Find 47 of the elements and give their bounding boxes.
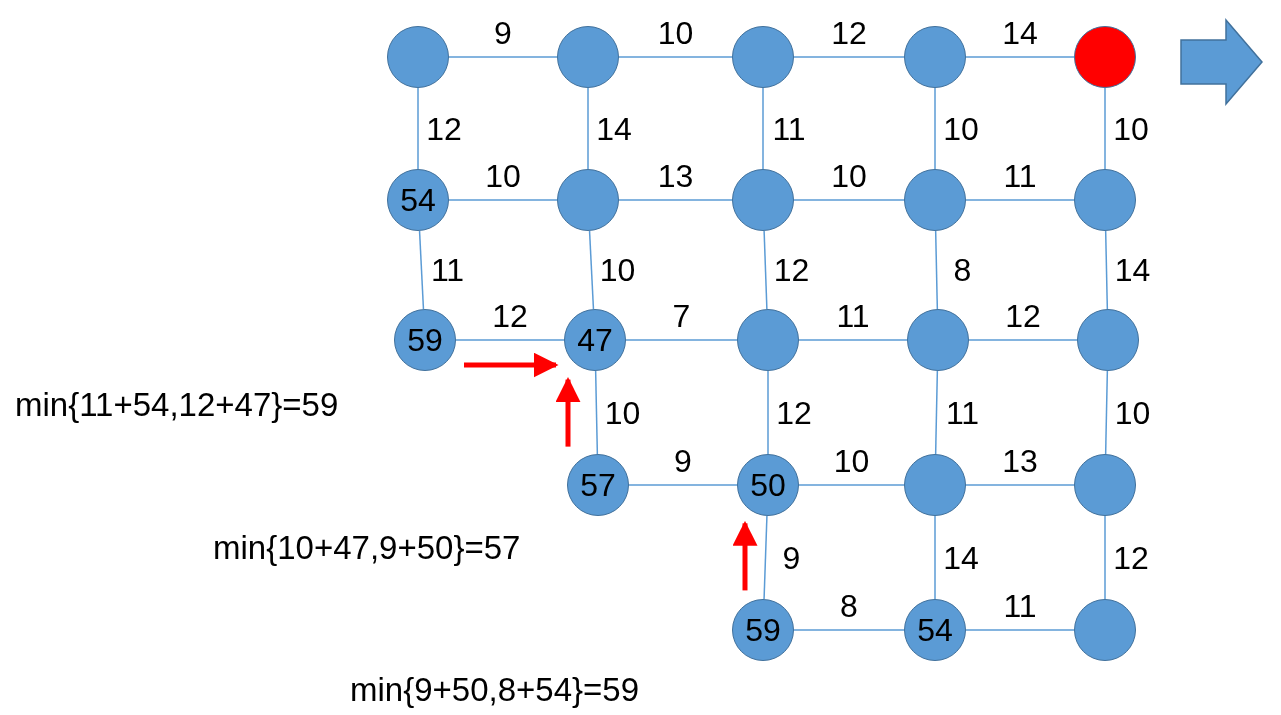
connector-line: [1104, 87, 1106, 170]
connector-line: [625, 339, 738, 341]
node-value: 57: [580, 469, 616, 501]
connector-line: [618, 56, 733, 58]
connector-line: [448, 56, 558, 58]
connector-line: [934, 515, 936, 600]
connector-line: [1104, 515, 1106, 600]
arrow: [732, 520, 758, 591]
formula-note: min{11+54,12+47}=59: [15, 388, 339, 421]
connector-line: [588, 230, 595, 310]
connector-line: [965, 484, 1075, 486]
connector-line: [968, 339, 1078, 341]
connector-line: [448, 199, 558, 201]
node-value: 54: [917, 614, 953, 646]
connector-line: [965, 56, 1075, 58]
connector-line: [798, 484, 905, 486]
connector-line: [934, 370, 939, 455]
node-value: 59: [745, 614, 781, 646]
connector-line: [763, 515, 768, 600]
connector-line: [798, 339, 908, 341]
connector-line: [594, 370, 599, 455]
connector-line: [793, 56, 905, 58]
formula-note: min{10+47,9+50}=57: [213, 531, 521, 564]
connector-line: [793, 199, 905, 201]
connector-line: [587, 87, 589, 170]
connector-line: [763, 230, 768, 310]
node-value: 59: [407, 324, 443, 356]
connector-line: [455, 339, 565, 341]
node-value: 54: [400, 184, 436, 216]
connector-line: [618, 199, 733, 201]
connector-line: [762, 87, 764, 170]
connector-line: [965, 629, 1075, 631]
formula-note: min{9+50,8+54}=59: [350, 673, 640, 706]
arrow: [555, 377, 581, 447]
connector-line: [965, 199, 1075, 201]
connector-line: [934, 230, 939, 310]
connector-line: [418, 230, 425, 310]
connector-line: [793, 629, 905, 631]
connector-line: [628, 484, 738, 486]
node-value: 47: [577, 324, 613, 356]
connector-line: [767, 370, 769, 455]
arrow: [464, 352, 559, 378]
connector-line: [417, 87, 419, 170]
connector-line: [934, 87, 936, 170]
node-value: 50: [750, 469, 786, 501]
connector-line: [1104, 230, 1109, 310]
connector-line: [1104, 370, 1109, 455]
